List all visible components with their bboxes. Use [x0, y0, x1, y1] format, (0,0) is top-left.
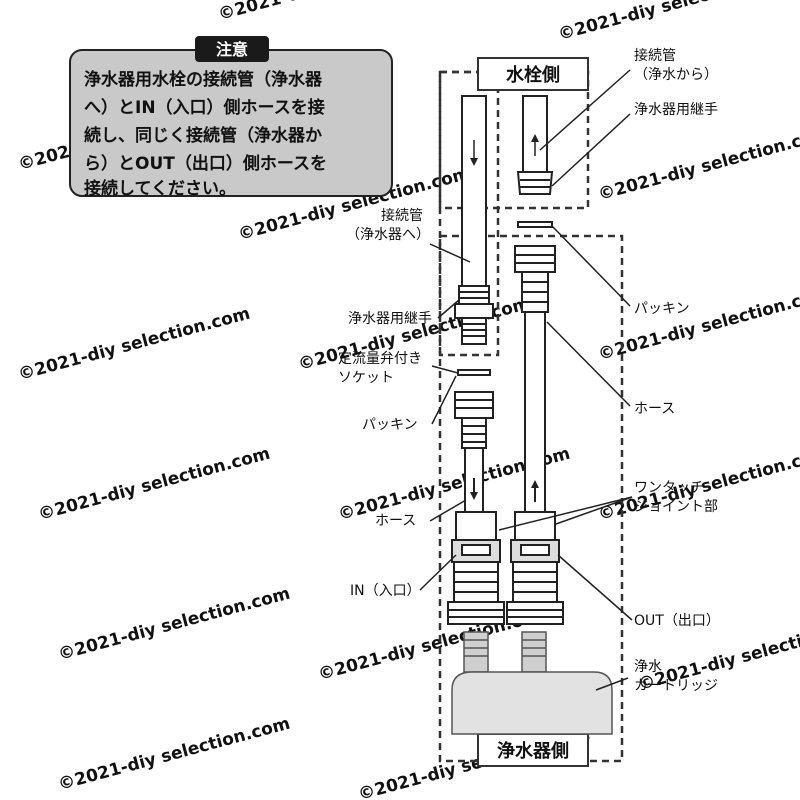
watermark-text: ©2021-diy selection.com — [556, 0, 792, 45]
purifier-side-label: 浄水器側 — [497, 740, 569, 762]
watermark-text: ©2021-diy selection.com — [596, 124, 800, 205]
pipe-from-purifier-label-1: 接続管 — [634, 47, 676, 64]
purifier-joint-left-label: 浄水器用継手 — [348, 311, 432, 327]
notice-line-1: 浄水器用水栓の接続管（浄水器 — [84, 69, 323, 90]
one-touch-joint-in — [447, 511, 505, 625]
notice-box: 注意 浄水器用水栓の接続管（浄水器 へ）とIN（入口）側ホースを接 続し、同じく… — [69, 36, 393, 199]
one-touch-joint-label-2: ジョイント部 — [634, 499, 718, 515]
right-purifier-joint — [516, 171, 554, 195]
watermark-text: ©2021-diy selection.com — [56, 584, 292, 665]
purifier-joint-right-label: 浄水器用継手 — [634, 102, 718, 118]
pipe-from-purifier-label-2: （浄水から） — [634, 67, 718, 83]
pipe-to-purifier-label-2: （浄水器へ） — [346, 227, 430, 243]
flow-valve-socket-label-2: ソケット — [338, 370, 394, 386]
notice-badge: 注意 — [216, 40, 248, 59]
one-touch-joint-label-1: ワンタッチ — [634, 480, 704, 496]
faucet-side-label: 水栓側 — [506, 64, 560, 86]
pipe-to-purifier — [461, 95, 487, 287]
right-hose — [514, 245, 556, 513]
flow-up-arrow-icon — [531, 480, 539, 488]
flow-down-arrow-icon — [470, 492, 478, 500]
pipe-from-purifier — [522, 95, 548, 175]
out-label: OUT（出口） — [634, 613, 720, 629]
flow-valve-socket-label-1: 定流量弁付き — [338, 351, 422, 367]
in-label: IN（入口） — [350, 583, 421, 599]
leader-lines — [419, 69, 633, 691]
hose-right-label: ホース — [634, 401, 675, 417]
hose-left-label: ホース — [375, 513, 416, 529]
notice-line-4: ら）とOUT（出口）側ホースを — [84, 153, 327, 174]
faucet-side-box — [477, 57, 589, 91]
one-touch-joint-out — [506, 511, 564, 625]
notice-line-5: 接続してください。 — [84, 178, 236, 199]
left-purifier-joint — [454, 285, 494, 345]
notice-line-3: 続し、同じく接続管（浄水器か — [84, 125, 322, 146]
watermark-text: ©2021-diy selection.com — [596, 284, 800, 365]
right-packing — [517, 221, 553, 228]
cartridge-label-1: 浄水 — [634, 659, 662, 675]
packing-left-label: パッキン — [362, 417, 418, 433]
flow-down-arrow-icon — [470, 158, 478, 166]
notice-line-2: へ）とIN（入口）側ホースを接 — [84, 97, 325, 118]
watermark-text: ©2021-diy selection.com — [36, 444, 272, 525]
pipe-to-purifier-label-1: 接続管 — [381, 207, 423, 224]
left-hose — [454, 391, 494, 513]
watermark-text: ©2021-diy selection.com — [216, 0, 452, 25]
left-pipe-region — [438, 70, 500, 357]
watermark-text: ©2021-diy selection.com — [56, 714, 292, 795]
watermark-text: ©2021-diy selection.com — [16, 304, 252, 385]
packing-right-label: パッキン — [634, 301, 690, 317]
flow-up-arrow-icon — [531, 134, 539, 142]
left-packing — [457, 369, 491, 376]
water-cartridge — [451, 631, 613, 735]
cartridge-label-2: カートリッジ — [634, 678, 718, 694]
